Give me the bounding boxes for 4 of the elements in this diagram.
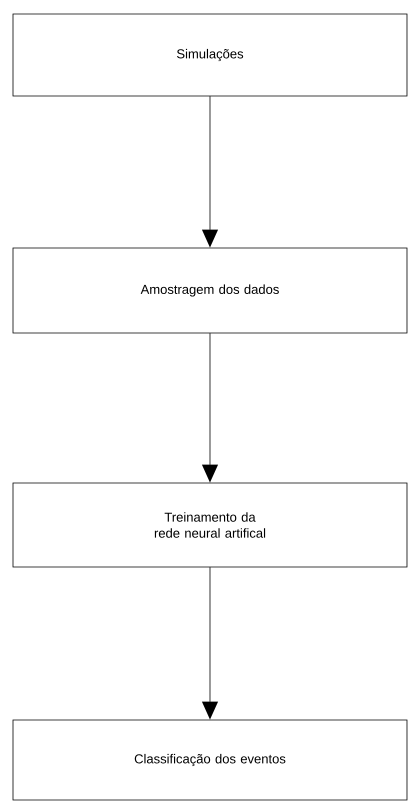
process-box: Classificação dos eventos xyxy=(12,720,408,800)
process-box: Treinamento da rede neural artifical xyxy=(12,482,408,568)
process-box: Simulações xyxy=(12,14,408,96)
process-box: Amostragem dos dados xyxy=(12,248,408,334)
